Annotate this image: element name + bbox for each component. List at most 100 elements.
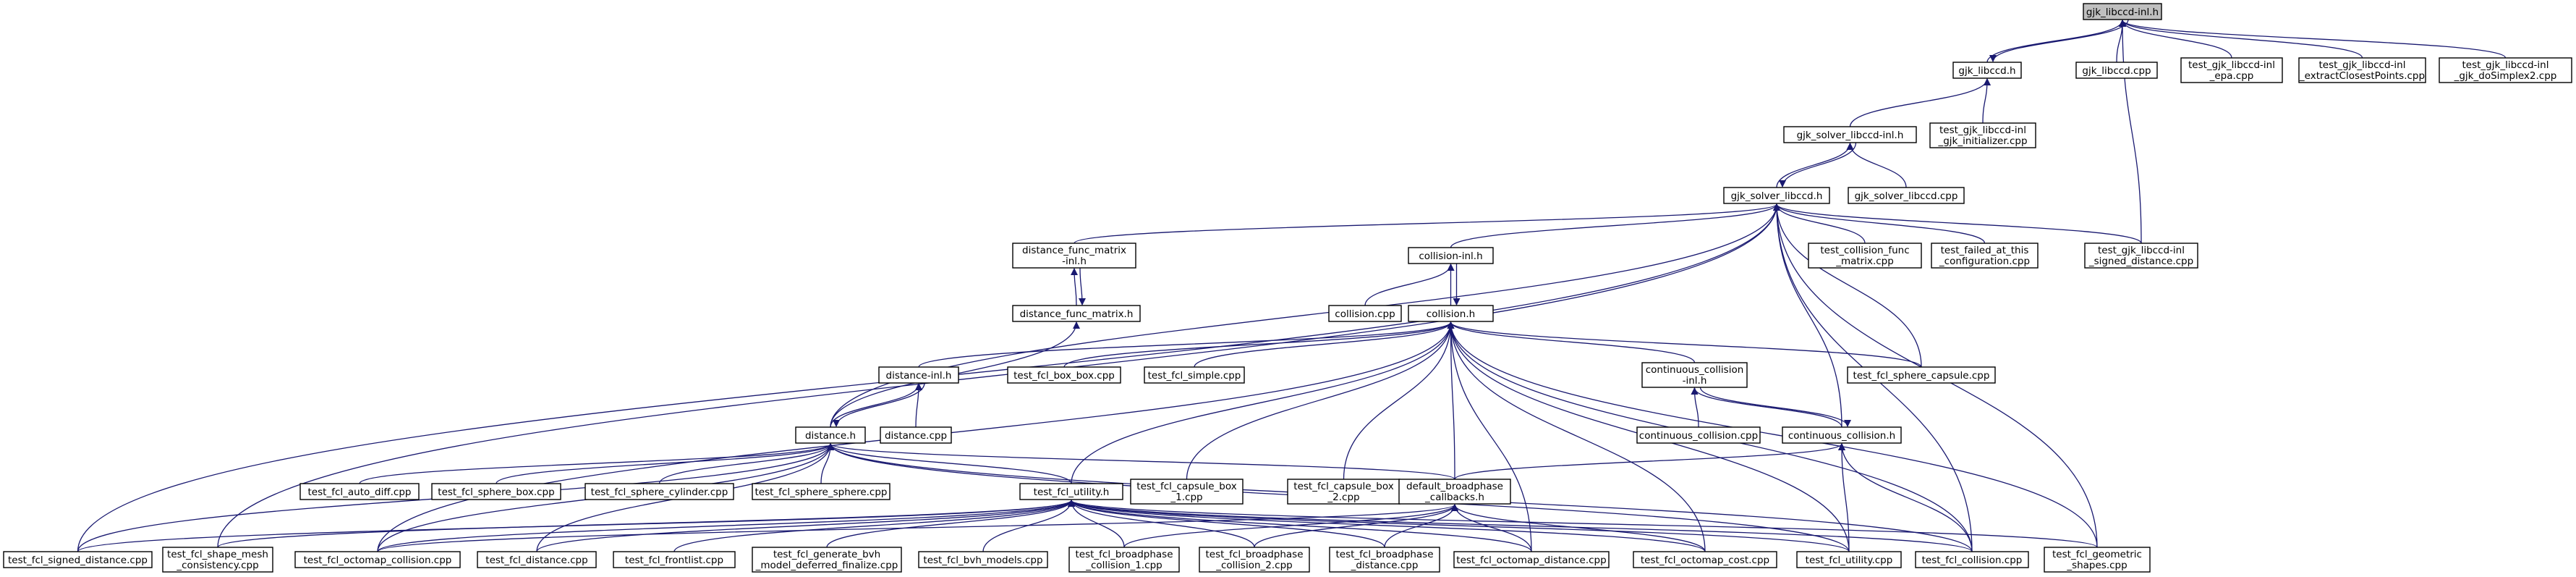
node-t-utilcpp[interactable]: test_fcl_utility.cpp bbox=[1796, 551, 1902, 568]
node-t-sphbox[interactable]: test_fcl_sphere_box.cpp bbox=[431, 483, 561, 500]
node-label: collision-inl.h bbox=[1419, 250, 1482, 262]
node-label: test_fcl_box_box.cpp bbox=[1013, 370, 1115, 382]
node-coll-cpp[interactable]: collision.cpp bbox=[1328, 305, 1402, 322]
node-box bbox=[1068, 547, 1180, 573]
edge-t-capbox1-to-coll-h bbox=[1186, 321, 1455, 480]
node-label: test_fcl_utility.cpp bbox=[1806, 555, 1893, 566]
node-box bbox=[2298, 57, 2426, 83]
edge-coll-inl-to-gsl-h bbox=[1450, 203, 1780, 248]
node-t-failed[interactable]: test_failed_at_this_configuration.cpp bbox=[1931, 243, 2039, 269]
edge-t-sphcap-to-gsl-h bbox=[1773, 203, 1922, 368]
node-t-octdist[interactable]: test_fcl_octomap_distance.cpp bbox=[1453, 551, 1610, 568]
node-dist-h[interactable]: distance.h bbox=[795, 426, 866, 444]
node-gjk-libccd-h[interactable]: gjk_libccd.h bbox=[1952, 62, 2022, 79]
node-coll-inl[interactable]: collision-inl.h bbox=[1408, 247, 1494, 264]
node-cc-h[interactable]: continuous_collision.h bbox=[1782, 426, 1902, 444]
node-label: test_collision_func bbox=[1820, 245, 1909, 256]
node-label: test_fcl_bvh_models.cpp bbox=[923, 555, 1042, 566]
node-t-distance[interactable]: test_fcl_distance.cpp bbox=[477, 551, 597, 568]
node-t-sphsph[interactable]: test_fcl_sphere_sphere.cpp bbox=[752, 483, 890, 500]
node-t-bpc1[interactable]: test_fcl_broadphase_collision_1.cpp bbox=[1068, 547, 1180, 573]
node-t-init[interactable]: test_gjk_libccd-inl_gjk_initializer.cpp bbox=[1929, 122, 2036, 148]
node-cc-cpp[interactable]: continuous_collision.cpp bbox=[1636, 426, 1761, 444]
node-gsl-h[interactable]: gjk_solver_libccd.h bbox=[1723, 187, 1830, 204]
node-root[interactable]: gjk_libccd-inl.h bbox=[2083, 3, 2162, 20]
node-dfm-inl[interactable]: distance_func_matrix-inl.h bbox=[1012, 243, 1136, 269]
node-box bbox=[585, 483, 734, 500]
node-t-capbox2[interactable]: test_fcl_capsule_box_2.cpp bbox=[1287, 479, 1400, 505]
dependency-edges bbox=[77, 19, 2507, 552]
node-t-simple[interactable]: test_fcl_simple.cpp bbox=[1144, 366, 1245, 384]
node-box bbox=[1636, 426, 1761, 444]
node-box bbox=[1287, 479, 1400, 505]
node-label: gjk_libccd-inl.h bbox=[2086, 7, 2159, 18]
node-gsl-cpp[interactable]: gjk_solver_libccd.cpp bbox=[1848, 187, 1965, 204]
node-t-sd-inl[interactable]: test_gjk_libccd-inl_signed_distance.cpp bbox=[2084, 243, 2198, 269]
node-t-geom[interactable]: test_fcl_geometric_shapes.cpp bbox=[2044, 547, 2151, 573]
node-label: test_fcl_broadphase bbox=[1075, 549, 1173, 560]
node-label: test_fcl_generate_bvh bbox=[773, 549, 880, 560]
edge-dbc-h-to-coll-h bbox=[1447, 321, 1455, 480]
node-gsl-inl[interactable]: gjk_solver_libccd-inl.h bbox=[1783, 126, 1917, 143]
node-label: test_fcl_capsule_box bbox=[1136, 481, 1236, 492]
node-label: test_fcl_signed_distance.cpp bbox=[8, 555, 148, 566]
node-t-cfm[interactable]: test_collision_func_matrix.cpp bbox=[1808, 243, 1922, 269]
node-t-capbox1[interactable]: test_fcl_capsule_box_1.cpp bbox=[1130, 479, 1244, 505]
node-gjk-libccd-cpp[interactable]: gjk_libccd.cpp bbox=[2075, 62, 2158, 79]
edge-dist-cpp-to-dist-inl bbox=[914, 383, 922, 428]
node-coll-h[interactable]: collision.h bbox=[1408, 305, 1494, 322]
node-label: collision.cpp bbox=[1335, 308, 1395, 320]
edge-t-octdist-to-util-h bbox=[1068, 500, 1532, 552]
node-box bbox=[299, 483, 420, 500]
node-dfm-h[interactable]: distance_func_matrix.h bbox=[1012, 305, 1141, 322]
node-label: test_fcl_simple.cpp bbox=[1148, 370, 1241, 382]
node-box bbox=[795, 426, 866, 444]
node-t-coll[interactable]: test_fcl_collision.cpp bbox=[1915, 551, 2029, 568]
node-box bbox=[1723, 187, 1830, 204]
node-t-sphcyl[interactable]: test_fcl_sphere_cylinder.cpp bbox=[585, 483, 734, 500]
node-t-bvh[interactable]: test_fcl_bvh_models.cpp bbox=[918, 551, 1048, 568]
edge-t-bpc2-to-util-h bbox=[1068, 500, 1255, 548]
edge-t-octdist-to-coll-h bbox=[1447, 321, 1532, 552]
node-label: test_fcl_octomap_distance.cpp bbox=[1456, 555, 1606, 566]
node-dist-inl[interactable]: distance-inl.h bbox=[878, 366, 959, 384]
node-label: _collision_2.cpp bbox=[1215, 560, 1292, 571]
node-label: _shapes.cpp bbox=[2066, 560, 2127, 571]
edge-gsl-inl-to-gjk-libccd-h bbox=[1849, 78, 1991, 127]
node-dist-cpp[interactable]: distance.cpp bbox=[880, 426, 952, 444]
node-box bbox=[1329, 547, 1440, 573]
node-t-octcost[interactable]: test_fcl_octomap_cost.cpp bbox=[1633, 551, 1777, 568]
node-label: gjk_solver_libccd.h bbox=[1731, 190, 1823, 202]
edge-t-failed-to-gsl-h bbox=[1773, 203, 1986, 244]
node-box bbox=[162, 547, 273, 573]
node-t-sd[interactable]: test_fcl_signed_distance.cpp bbox=[3, 551, 153, 568]
node-dbc-h[interactable]: default_broadphase_callbacks.h bbox=[1398, 479, 1511, 505]
node-box bbox=[752, 547, 902, 573]
node-t-genbvh[interactable]: test_fcl_generate_bvh_model_deferred_fin… bbox=[752, 547, 902, 573]
node-t-dosimplex[interactable]: test_gjk_libccd-inl_gjk_doSimplex2.cpp bbox=[2439, 57, 2572, 83]
node-t-extract[interactable]: test_gjk_libccd-inl_extractClosestPoints… bbox=[2298, 57, 2426, 83]
node-box bbox=[431, 483, 561, 500]
node-t-bpc2[interactable]: test_fcl_broadphase_collision_2.cpp bbox=[1199, 547, 1310, 573]
node-box bbox=[613, 551, 736, 568]
node-t-epa[interactable]: test_gjk_libccd-inl_epa.cpp bbox=[2180, 57, 2283, 83]
node-label: gjk_solver_libccd.cpp bbox=[1855, 190, 1958, 202]
node-label: test_fcl_octomap_cost.cpp bbox=[1641, 555, 1769, 566]
node-label: test_failed_at_this bbox=[1941, 245, 2029, 256]
node-util-h[interactable]: test_fcl_utility.h bbox=[1019, 483, 1123, 500]
node-t-octcoll[interactable]: test_fcl_octomap_collision.cpp bbox=[294, 551, 461, 568]
edge-t-dosimplex-to-root bbox=[2119, 20, 2507, 59]
node-cc-inl[interactable]: continuous_collision-inl.h bbox=[1641, 362, 1748, 388]
node-t-shapemesh[interactable]: test_fcl_shape_mesh_consistency.cpp bbox=[162, 547, 273, 573]
file-nodes: gjk_libccd-inl.h gjk_libccd.h gjk_libccd.c… bbox=[3, 3, 2572, 573]
node-t-autodiff[interactable]: test_fcl_auto_diff.cpp bbox=[299, 483, 420, 500]
node-t-sphcap[interactable]: test_fcl_sphere_capsule.cpp bbox=[1847, 366, 1996, 384]
node-label: test_fcl_sphere_cylinder.cpp bbox=[591, 487, 728, 498]
node-box bbox=[1915, 551, 2029, 568]
node-box bbox=[752, 483, 890, 500]
node-t-boxbox[interactable]: test_fcl_box_box.cpp bbox=[1007, 366, 1121, 384]
node-t-bpd[interactable]: test_fcl_broadphase_distance.cpp bbox=[1329, 547, 1440, 573]
node-t-frontlist[interactable]: test_fcl_frontlist.cpp bbox=[613, 551, 736, 568]
node-box bbox=[2083, 3, 2162, 20]
node-box bbox=[1783, 126, 1917, 143]
